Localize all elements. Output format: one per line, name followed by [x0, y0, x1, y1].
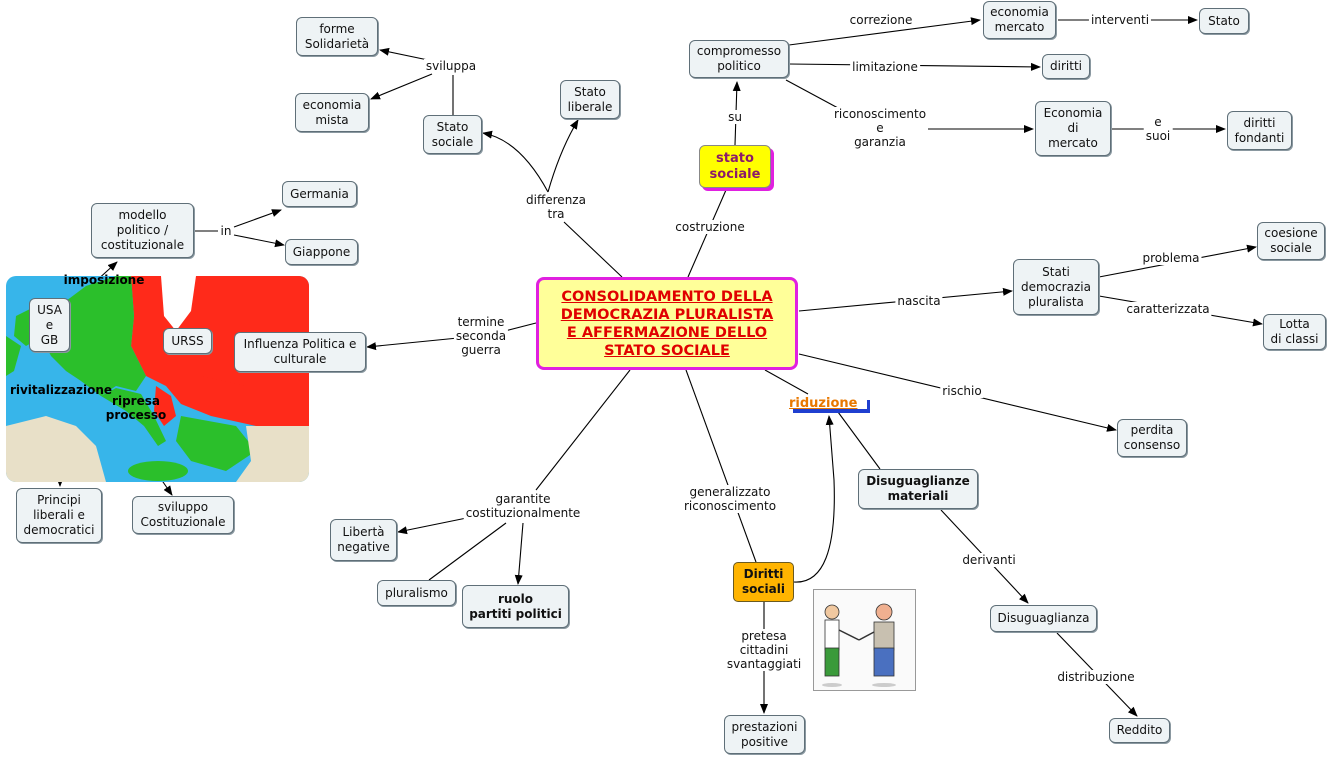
label-differenza: differenza tra	[524, 193, 588, 221]
label-distribuzione: distribuzione	[1055, 670, 1137, 684]
compromesso-politico-node[interactable]: compromesso politico	[689, 40, 789, 78]
label-sviluppa: sviluppa	[423, 59, 479, 73]
principi-liberali-node[interactable]: Principi liberali e democratici	[16, 488, 102, 543]
label-in: in	[218, 224, 234, 238]
urss-node[interactable]: URSS	[163, 328, 212, 354]
riduzione-underline	[793, 409, 869, 413]
diritti-fondanti-node[interactable]: diritti fondanti	[1227, 111, 1292, 150]
reddito-node[interactable]: Reddito	[1109, 718, 1170, 743]
label-interventi: interventi	[1088, 13, 1152, 27]
label-imposizione: imposizione	[63, 273, 145, 287]
riduzione-node[interactable]: riduzione	[789, 396, 858, 411]
riduzione-underline-end	[867, 400, 870, 413]
influenza-politica-node[interactable]: Influenza Politica e culturale	[234, 332, 366, 372]
modello-politico-node[interactable]: modello politico / costituzionale	[91, 203, 194, 258]
stato-node[interactable]: Stato	[1199, 8, 1249, 34]
label-caratterizzata: caratterizzata	[1124, 302, 1212, 316]
disuguaglianza-node[interactable]: Disuguaglianza	[990, 605, 1097, 632]
stato-liberale-node[interactable]: Stato liberale	[560, 80, 620, 119]
stato-sociale-small-node[interactable]: Stato sociale	[423, 115, 482, 154]
label-derivanti: derivanti	[960, 553, 1018, 567]
label-su: su	[726, 110, 744, 124]
pluralismo-node[interactable]: pluralismo	[377, 580, 456, 606]
economia-mista-node[interactable]: economia mista	[295, 93, 369, 132]
stati-democrazia-node[interactable]: Stati democrazia pluralista	[1013, 259, 1099, 315]
label-generalizzato: generalizzato riconoscimento	[681, 485, 779, 513]
label-limitazione: limitazione	[850, 60, 920, 74]
label-termine: termine seconda guerra	[453, 315, 509, 357]
label-rivitalizzazione: rivitalizzazione	[9, 383, 113, 397]
label-e-suoi: e suoi	[1143, 115, 1173, 143]
label-riconoscimento: riconoscimento e garanzia	[831, 107, 929, 149]
label-rischio: rischio	[940, 384, 984, 398]
europe-map-image	[6, 276, 309, 482]
usa-gb-node[interactable]: USA e GB	[29, 298, 70, 352]
lotta-di-classi-node[interactable]: Lotta di classi	[1263, 314, 1326, 350]
diritti-node[interactable]: diritti	[1042, 54, 1090, 79]
liberta-negative-node[interactable]: Libertà negative	[330, 519, 397, 561]
label-garantite: garantite costituzionalmente	[463, 492, 583, 520]
prestazioni-positive-node[interactable]: prestazioni positive	[724, 715, 805, 754]
economia-di-mercato-node[interactable]: Economia di mercato	[1035, 101, 1111, 156]
label-pretesa: pretesa cittadini svantaggiati	[724, 629, 804, 671]
label-ripresa-processo: ripresa processo	[105, 394, 167, 422]
perdita-consenso-node[interactable]: perdita consenso	[1117, 419, 1187, 457]
sviluppo-costituzionale-node[interactable]: sviluppo Costituzionale	[132, 496, 234, 534]
ruolo-partiti-node[interactable]: ruolo partiti politici	[462, 585, 569, 628]
forme-solidarieta-node[interactable]: forme Solidarietà	[296, 17, 378, 56]
giappone-node[interactable]: Giappone	[285, 239, 358, 265]
diritti-sociali-node[interactable]: Diritti sociali	[733, 562, 794, 602]
coesione-sociale-node[interactable]: coesione sociale	[1257, 222, 1325, 260]
economia-mercato-node[interactable]: economia mercato	[983, 1, 1056, 39]
label-costruzione: costruzione	[673, 220, 747, 234]
disuguaglianze-materiali-node[interactable]: Disuguaglianze materiali	[858, 469, 978, 509]
label-nascita: nascita	[895, 294, 943, 308]
label-correzione: correzione	[847, 13, 915, 27]
germania-node[interactable]: Germania	[282, 181, 357, 207]
cartoon-image	[813, 589, 916, 691]
stato-sociale-node[interactable]: stato sociale	[699, 145, 771, 188]
label-problema: problema	[1140, 251, 1202, 265]
central-topic[interactable]: CONSOLIDAMENTO DELLA DEMOCRAZIA PLURALIS…	[536, 277, 798, 370]
